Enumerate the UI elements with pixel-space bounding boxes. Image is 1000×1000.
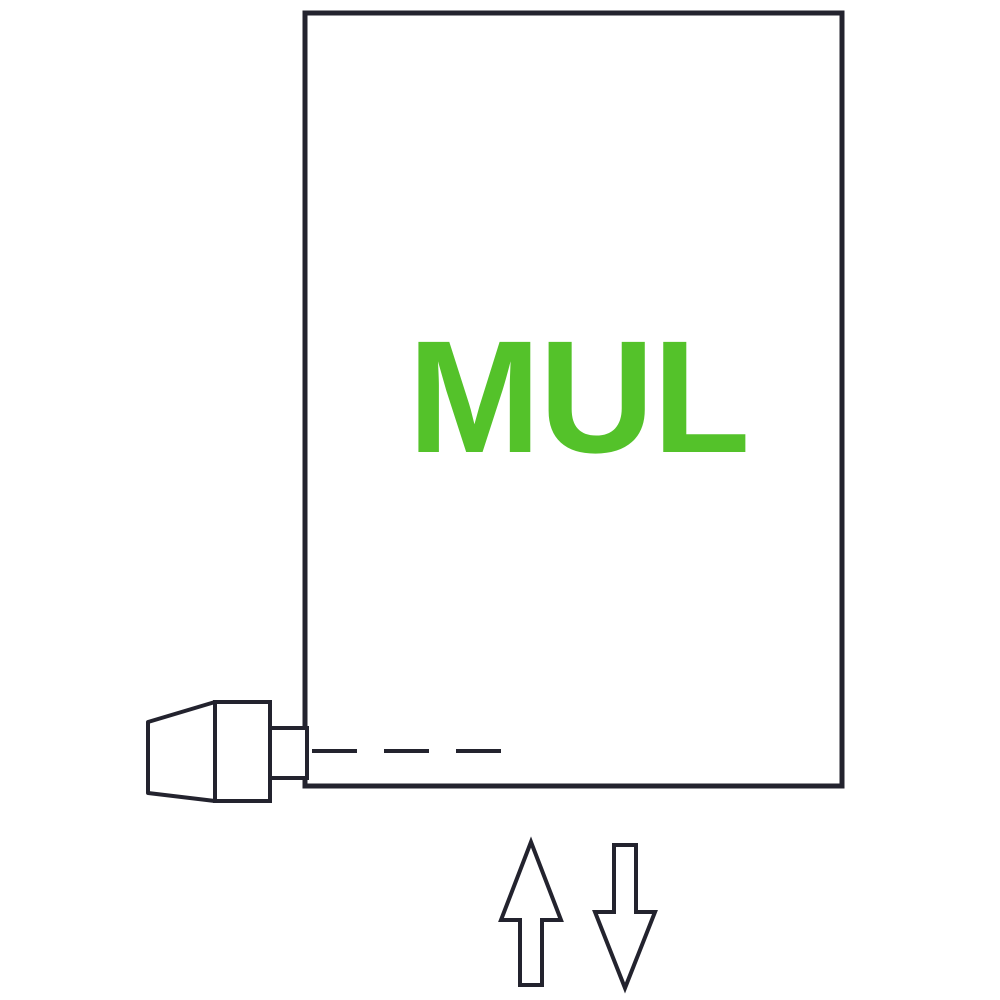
radiator-panel-outline — [302, 10, 845, 789]
valve-connection-nipple — [268, 726, 309, 780]
connection-type-label: MUL — [408, 307, 749, 486]
valve-cone — [146, 700, 217, 803]
valve-body — [213, 700, 272, 803]
flow-down-arrow-icon — [592, 843, 658, 994]
flow-up-arrow-icon — [498, 836, 564, 987]
